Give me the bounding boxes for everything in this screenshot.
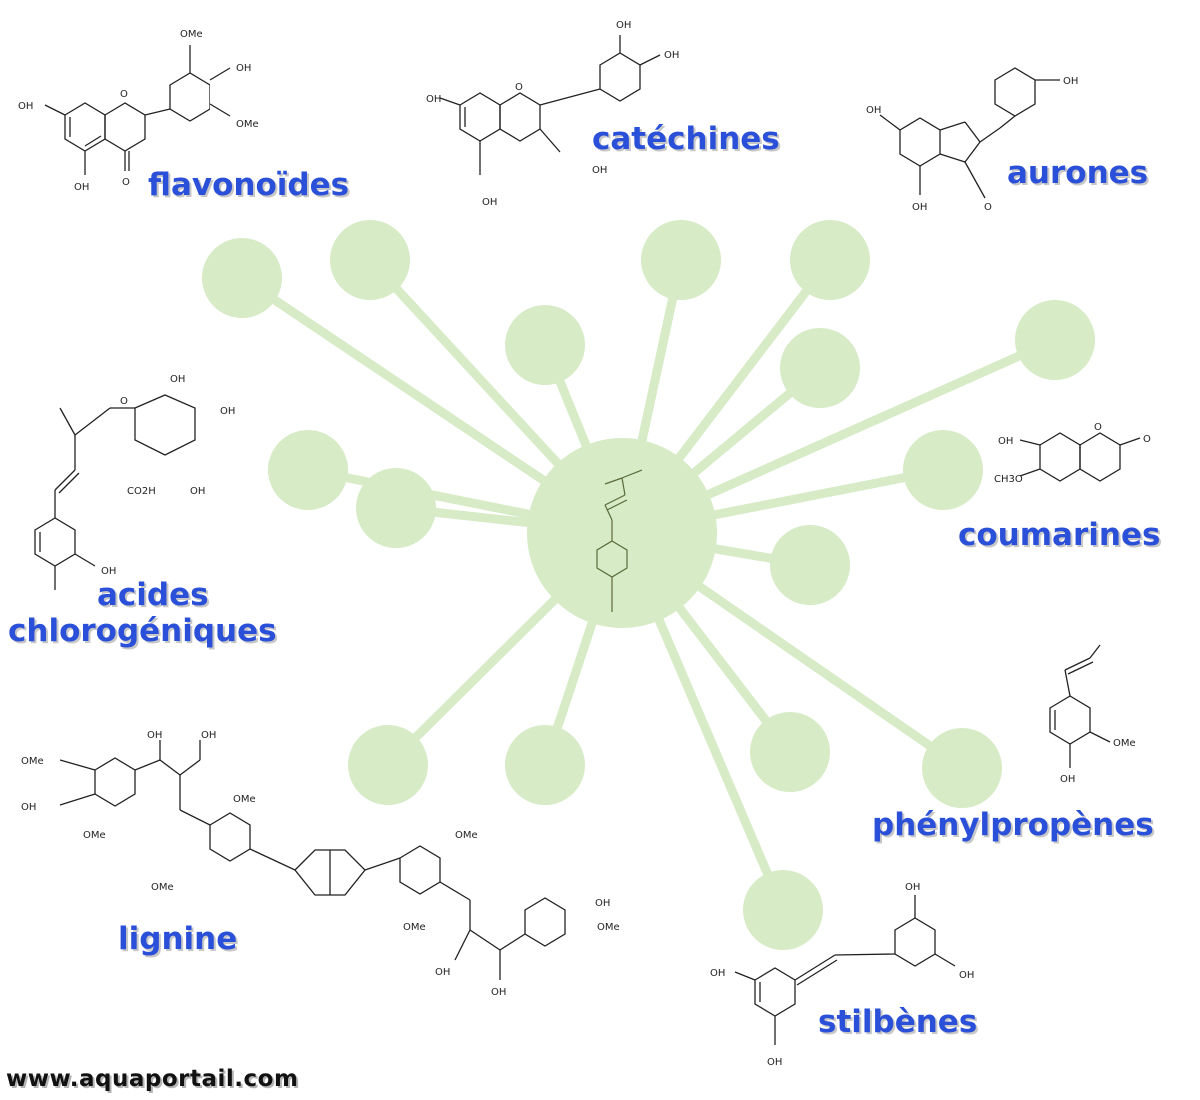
satellite-node-2 — [330, 220, 410, 300]
satellite-node-5 — [790, 220, 870, 300]
atom-oh: OH — [220, 406, 235, 417]
atom-o: O — [120, 396, 128, 407]
atom-co2h: CO2H — [127, 486, 156, 497]
atom-oh: OH — [21, 802, 36, 813]
central-structure-icon — [596, 469, 643, 612]
atom-oh: OH — [426, 94, 441, 105]
satellite-node-16 — [743, 870, 823, 950]
atom-oh: OH — [592, 165, 607, 176]
atom-ome: OMe — [21, 756, 44, 767]
atom-oh: OH — [482, 197, 497, 208]
satellite-node-13 — [505, 725, 585, 805]
satellite-node-7 — [1015, 300, 1095, 380]
atom-ome: OMe — [151, 882, 174, 893]
atom-oh: OH — [18, 101, 33, 112]
satellite-node-11 — [770, 525, 850, 605]
atom-oh: OH — [959, 970, 974, 981]
atom-o: O — [122, 177, 130, 188]
coumarin-structure-icon: OH CH3O O O — [994, 422, 1151, 485]
catechin-structure-icon: OH OH O OH OH OH — [426, 20, 679, 208]
atom-o: O — [984, 202, 992, 213]
satellite-node-14 — [750, 712, 830, 792]
satellite-node-9 — [268, 430, 348, 510]
atom-oh: OH — [147, 730, 162, 741]
atom-oh: OH — [1060, 774, 1075, 785]
atom-ome: OMe — [180, 29, 203, 40]
atom-o: O — [120, 89, 128, 100]
flavonoid-structure-icon: OH OH O O OMe — [18, 29, 210, 193]
satellite-node-1 — [202, 238, 282, 318]
atom-ome: OMe — [403, 922, 426, 933]
atom-ome: OMe — [1113, 738, 1136, 749]
phenylpropene-structure-icon: OMe OH — [1049, 644, 1136, 785]
atom-oh: OH — [170, 374, 185, 385]
atom-oh: OH — [866, 105, 881, 116]
atom-oh: OH — [710, 968, 725, 979]
satellite-node-6 — [780, 328, 860, 408]
atom-oh: OH — [912, 202, 927, 213]
atom-oh: OH — [190, 486, 205, 497]
atom-oh: OH — [101, 566, 116, 577]
atom-oh: OH — [767, 1057, 782, 1068]
atom-oh: OH — [236, 63, 251, 74]
atom-oh: OH — [664, 50, 679, 61]
label-aurones: aurones — [1007, 155, 1149, 191]
atom-ome: OMe — [83, 830, 106, 841]
label-catechines: catéchines — [592, 121, 780, 157]
atom-cho: CH3O — [994, 474, 1023, 485]
atom-ome: OMe — [455, 830, 478, 841]
atom-o: O — [1094, 422, 1102, 433]
atom-ome: OMe — [233, 794, 256, 805]
label-coumarines: coumarines — [958, 517, 1161, 553]
satellite-node-3 — [505, 305, 585, 385]
watermark-text: www.aquaportail.com — [6, 1066, 299, 1092]
atom-oh: OH — [1063, 76, 1078, 87]
hub-node — [527, 438, 717, 628]
atom-o: O — [515, 82, 523, 93]
satellite-node-15 — [922, 728, 1002, 808]
atom-ome: OMe — [236, 119, 259, 130]
label-lignine: lignine — [118, 921, 238, 957]
nodes — [202, 220, 1095, 950]
atom-oh: OH — [435, 967, 450, 978]
label-stilbenes: stilbènes — [818, 1004, 978, 1040]
lignin-structure-icon: OMe OH OMe OH OH OMe OMe OMe OMe OMe OH … — [21, 730, 620, 998]
atom-oh: OH — [905, 882, 920, 893]
atom-ome: OMe — [597, 922, 620, 933]
satellite-node-10 — [356, 468, 436, 548]
flavonoid-substituents-icon: OH OMe — [209, 63, 259, 130]
aurone-structure-icon: OH OH O OH — [866, 67, 1078, 213]
atom-oh: OH — [491, 987, 506, 998]
label-phenylpropenes: phénylpropènes — [872, 807, 1154, 843]
satellite-node-12 — [348, 725, 428, 805]
atom-oh: OH — [595, 898, 610, 909]
satellite-node-4 — [641, 220, 721, 300]
atom-oh: OH — [998, 436, 1013, 447]
satellite-node-8 — [903, 430, 983, 510]
label-acides: acides — [97, 577, 209, 613]
label-flavonoides: flavonoïdes — [148, 167, 350, 203]
label-chlorogeniques: chlorogéniques — [8, 613, 277, 649]
atom-oh: OH — [201, 730, 216, 741]
atom-oh: OH — [616, 20, 631, 31]
atom-oh: OH — [74, 182, 89, 193]
chlorogenic-acid-structure-icon: O OH OH CO2H OH OH — [34, 374, 235, 590]
atom-o: O — [1143, 434, 1151, 445]
stilbene-structure-icon: OH OH OH OH — [710, 882, 974, 1068]
